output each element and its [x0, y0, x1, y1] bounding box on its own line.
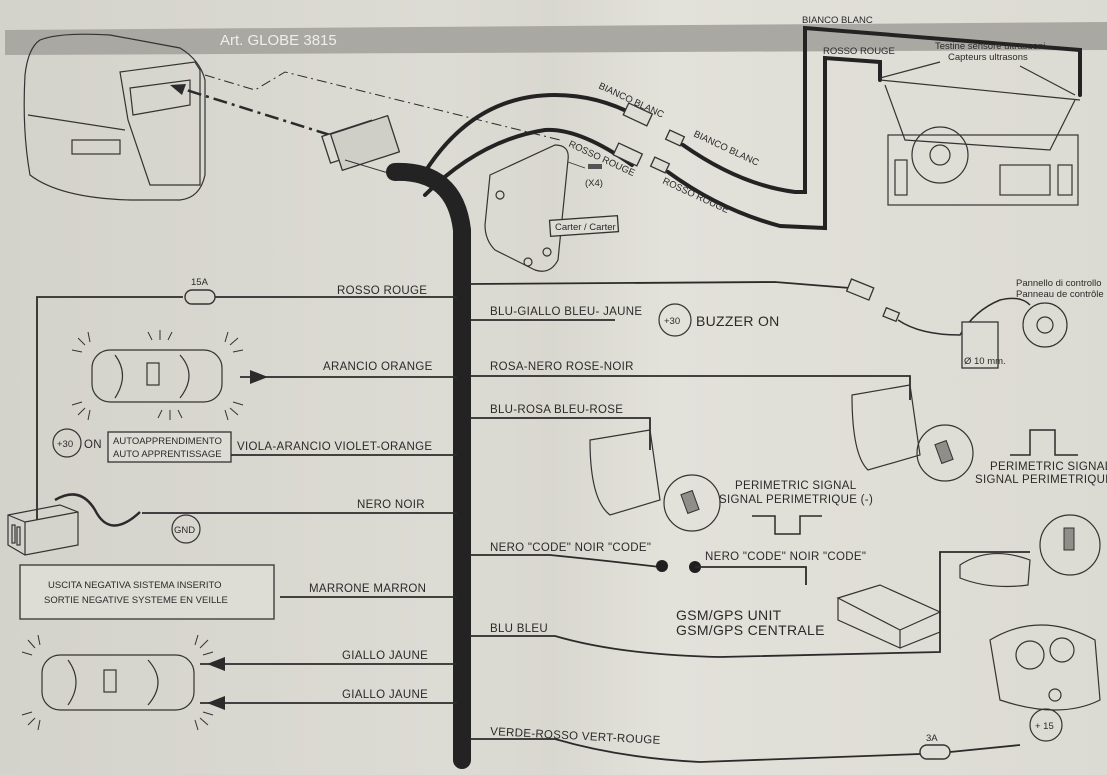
- plus30-buzzer-badge: [658, 303, 692, 337]
- plus30-on-value: +30: [57, 439, 73, 450]
- control-panel-label-it: Pannello di controllo: [1016, 278, 1102, 289]
- label-rosa-nero: ROSA-NERO ROSE-NOIR: [490, 361, 634, 373]
- insertion-arrow: [170, 71, 561, 141]
- autolearn-label-it: AUTOAPPRENDIMENTO: [113, 436, 222, 447]
- on-label: ON: [84, 439, 102, 451]
- gnd-badge: [171, 514, 201, 544]
- header-title: Art. GLOBE 3815: [220, 32, 337, 49]
- panel-connector-icon: [845, 278, 875, 301]
- gsm-unit-label-en: GSM/GPS UNIT: [676, 607, 782, 623]
- arrow-icon: [207, 696, 225, 710]
- gsm-unit-label-it: GSM/GPS CENTRALE: [676, 622, 825, 638]
- plus30-buzzer-value: +30: [664, 316, 680, 327]
- negative-output-label-it: USCITA NEGATIVA SISTEMA INSERITO: [48, 580, 222, 591]
- fuse-3a-icon: [919, 744, 951, 760]
- negative-pulse-icon: [752, 515, 822, 535]
- ignition-icon: [989, 624, 1101, 711]
- carter-label: Carter / Carter: [555, 222, 616, 233]
- wire-rosso-rouge-battery: [36, 296, 183, 520]
- harness-connector-icon: [321, 114, 401, 176]
- door-switch-icon: [851, 384, 974, 482]
- panel-connector-icon: [882, 306, 901, 323]
- drill-size-label: Ø 10 mm.: [964, 356, 1006, 367]
- label-viola-arancio: VIOLA-ARANCIO VIOLET-ORANGE: [237, 441, 432, 453]
- wire-bianco-blanc-sensor: [681, 25, 1082, 194]
- gnd-label: GND: [174, 525, 195, 536]
- code-connector-male-icon: [656, 560, 668, 572]
- wire-blu-rosa: [470, 417, 651, 450]
- plus30-badge: [52, 428, 82, 458]
- label-giallo-jaune-2: GIALLO JAUNE: [342, 689, 428, 701]
- control-unit-icon: [23, 33, 206, 201]
- perimetric-pos-label-2: SIGNAL PERIMETRIQUE (+: [975, 474, 1107, 486]
- perimetric-pos-label-1: PERIMETRIC SIGNAL: [990, 461, 1107, 473]
- label-rosso-rouge: ROSSO ROUGE: [337, 285, 427, 297]
- wire-rosso-rouge-sensor: [666, 55, 882, 231]
- label-rosso-rouge-2: ROSSO ROUGE: [661, 176, 731, 216]
- control-panel-icon: [1022, 302, 1068, 348]
- label-bianco-blanc-2: BIANCO BLANC: [692, 129, 761, 169]
- label-blu-rosa: BLU-ROSA BLEU-ROSE: [490, 404, 623, 416]
- arrow-icon: [207, 657, 225, 671]
- screws-label: (X4): [585, 178, 603, 189]
- autolearn-label-fr: AUTO APPRENTISSAGE: [113, 449, 222, 460]
- wire-rosa-nero: [470, 375, 911, 400]
- sensor-heads-label-fr: Capteurs ultrasons: [948, 52, 1028, 63]
- label-nero-code-2: NERO "CODE" NOIR "CODE": [705, 551, 866, 563]
- label-arancio-orange: ARANCIO ORANGE: [323, 361, 433, 373]
- wire-verde-rosso: [470, 738, 921, 763]
- main-harness: [386, 162, 471, 769]
- autolearn-box: [107, 431, 232, 463]
- dashboard-icon: [879, 61, 1081, 206]
- wire-control-panel: [469, 281, 851, 289]
- fuse-15a-icon: [184, 289, 216, 305]
- car-hazard-lights-icon: [71, 330, 244, 421]
- battery-icon: [7, 493, 141, 556]
- control-panel-label-fr: Panneau de contrôle: [1016, 289, 1104, 300]
- hood-switch-icon: [959, 514, 1101, 588]
- wire-rosso-rouge-top: [423, 127, 634, 197]
- sensor-heads-label-it: Testine sensore ultrasuoni: [935, 41, 1045, 52]
- wire-verde-rosso-ignition: [949, 744, 1021, 753]
- label-blu-bleu: BLU BLEU: [490, 623, 548, 635]
- positive-pulse-icon: [1010, 429, 1078, 456]
- arrow-icon: [250, 370, 268, 384]
- plus15-label: + 15: [1035, 721, 1054, 732]
- drill-box: [961, 321, 999, 369]
- label-nero-code-1: NERO "CODE" NOIR "CODE": [490, 542, 651, 554]
- gsm-gps-unit-icon: [836, 584, 942, 649]
- wire-nero-code: [470, 554, 661, 568]
- wire-nero-code-gsm: [695, 566, 807, 585]
- perimetric-neg-label-2: SIGNAL PERIMETRIQUE (-): [719, 494, 873, 506]
- negative-output-box: [19, 564, 275, 620]
- negative-output-label-fr: SORTIE NEGATIVE SYSTEME EN VEILLE: [44, 595, 228, 606]
- label-marrone-marron: MARRONE MARRON: [309, 583, 426, 595]
- buzzer-on-label: BUZZER ON: [696, 313, 780, 329]
- label-bianco-blanc-sensor: BIANCO BLANC: [802, 15, 873, 26]
- door-switch-icon: [589, 429, 721, 532]
- wire-blu-bleu: [470, 551, 1030, 658]
- label-rosso-rouge-sensor: ROSSO ROUGE: [823, 46, 895, 57]
- fuse-15a-label: 15A: [191, 277, 209, 288]
- perimetric-neg-label-1: PERIMETRIC SIGNAL: [735, 480, 857, 492]
- wire-bianco-blanc-top: [418, 92, 642, 182]
- plus15-badge: [1029, 708, 1063, 742]
- carter-cover-icon: Carter / Carter (X4): [484, 144, 620, 272]
- sensor-connectors: [612, 102, 686, 174]
- screw-icon: [588, 164, 602, 169]
- label-giallo-jaune-1: GIALLO JAUNE: [342, 650, 428, 662]
- fuse-3a-label: 3A: [926, 733, 938, 744]
- label-blu-giallo: BLU-GIALLO BLEU- JAUNE: [490, 306, 642, 318]
- label-nero-noir: NERO NOIR: [357, 499, 425, 511]
- car-indicators-icon: [21, 634, 214, 731]
